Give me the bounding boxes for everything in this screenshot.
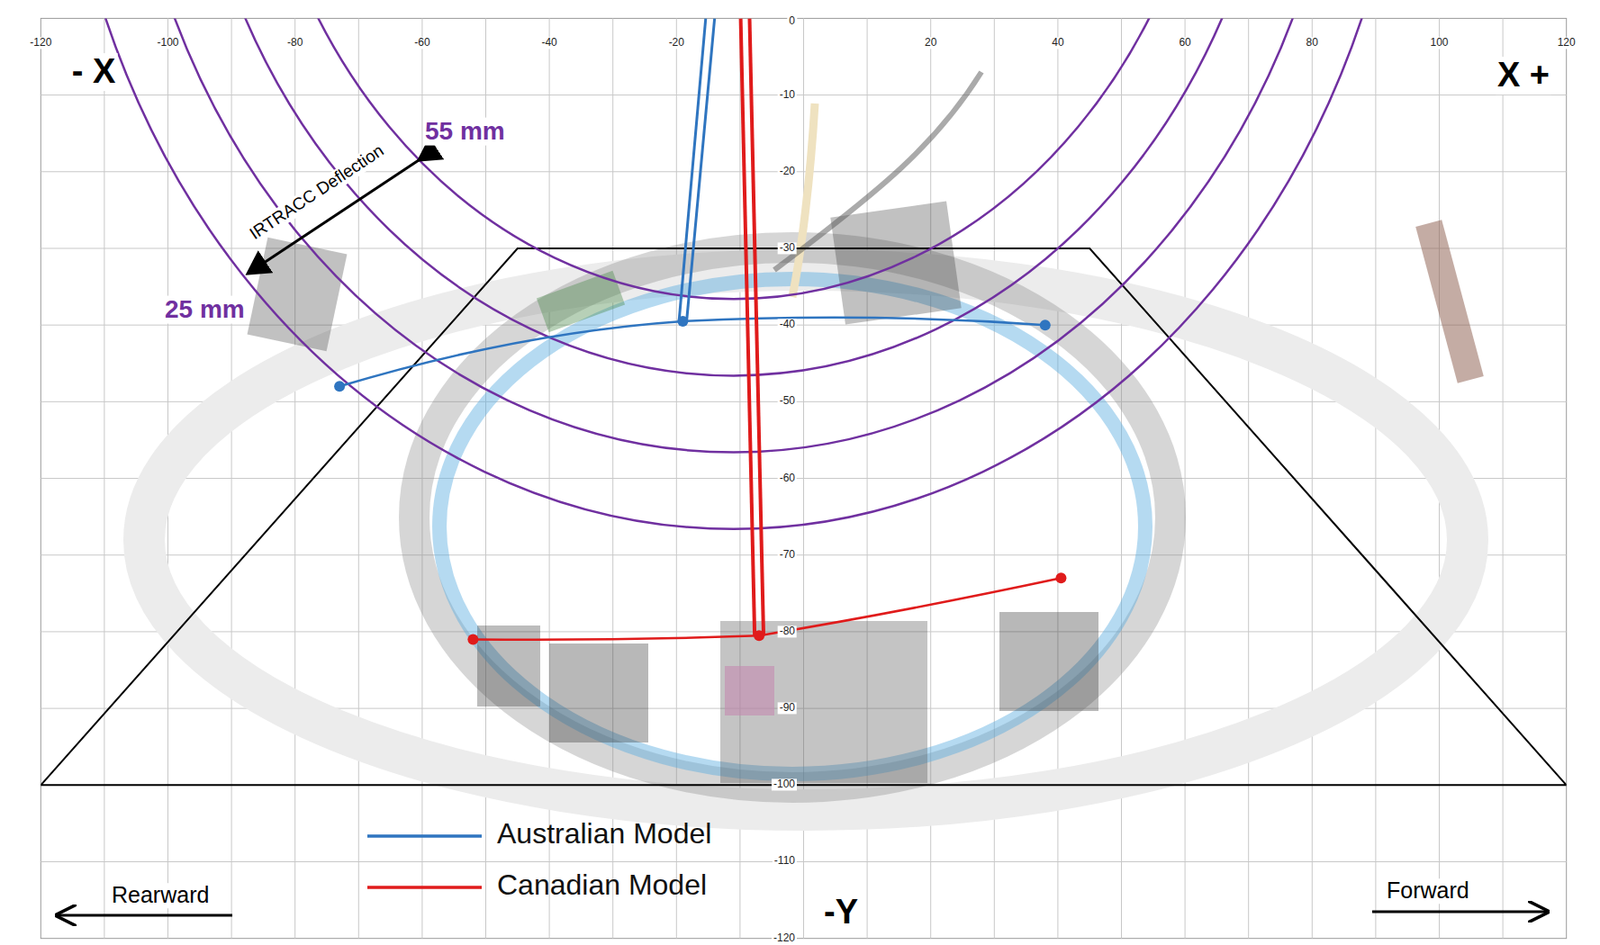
x-tick-label: 60 (1176, 36, 1193, 49)
x-tick-label: -120 (27, 36, 54, 49)
y-tick-label: -70 (777, 549, 797, 561)
plot-frame (40, 18, 1566, 939)
x-tick-label: -80 (285, 36, 305, 49)
profile-point (467, 633, 479, 645)
dimension-label: 55 mm (423, 117, 507, 146)
direction-label: Rearward (109, 883, 211, 909)
legend-swatch (367, 834, 482, 839)
y-tick-label: -110 (772, 856, 797, 868)
deflection-arc (119, 18, 1348, 452)
x-tick-label: 100 (1428, 36, 1450, 49)
x-tick-label: -60 (412, 36, 432, 49)
legend-label: Australian Model (497, 818, 712, 850)
y-tick-label: -50 (777, 396, 797, 408)
grid-line (40, 554, 1566, 556)
sensor-block (720, 621, 928, 784)
measurement-overlay (40, 18, 1566, 786)
rib-profile (472, 578, 1061, 640)
y-tick-label: -60 (777, 472, 797, 485)
profile-point (1039, 319, 1051, 331)
y-tick-label: -40 (777, 319, 797, 332)
bracket (830, 201, 961, 326)
rib-band-sketch (144, 72, 1484, 811)
x-tick-label: -40 (539, 36, 559, 49)
cable (792, 103, 815, 298)
deflection-arc (182, 18, 1284, 376)
bracket (247, 237, 348, 352)
grid-lines (40, 18, 1566, 939)
irtracc-rod (749, 18, 764, 636)
x-tick-label: 120 (1555, 36, 1578, 49)
y-tick-label: -20 (777, 165, 797, 178)
deflection-arc (55, 18, 1411, 529)
y-tick-label: -10 (777, 89, 797, 101)
grid-line (40, 861, 1566, 863)
y-tick-label: -30 (777, 242, 797, 254)
dimension-label: 25 mm (162, 296, 247, 325)
x-tick-label: 80 (1304, 36, 1320, 49)
axis-label: - X (70, 53, 118, 91)
x-tick-label: 20 (922, 36, 939, 49)
axis-label: X + (1495, 56, 1552, 95)
legend-label: Canadian Model (497, 869, 707, 902)
legend-and-direction-arrows (57, 836, 1547, 916)
x-tick-label: 40 (1049, 36, 1066, 49)
y-tick-label: 0 (786, 16, 797, 28)
grid-line (40, 94, 1566, 96)
outer-band (144, 270, 1468, 811)
trapezoid-zone (40, 248, 1566, 786)
y-tick-label: -80 (777, 625, 797, 638)
legend-swatch (367, 885, 482, 890)
x-tick-label: -20 (667, 36, 687, 49)
y-tick-label: -120 (771, 932, 797, 945)
cable (774, 72, 982, 271)
sensor-block (999, 612, 1099, 712)
profile-point (753, 630, 765, 642)
sensor-block (549, 643, 649, 743)
profile-point (1055, 572, 1067, 584)
irtracc-rod (687, 18, 715, 322)
grid-line (40, 478, 1566, 480)
y-tick-label: -100 (771, 779, 797, 792)
bracket (1415, 219, 1484, 384)
direction-arrow (57, 914, 233, 918)
grid-line (40, 171, 1566, 172)
x-tick-label: -100 (154, 36, 181, 49)
axis-label: -Y (822, 894, 860, 932)
deflection-arc (246, 18, 1221, 299)
direction-arrow (1372, 911, 1547, 914)
sensor-block (477, 625, 541, 707)
y-tick-label: -90 (777, 703, 797, 715)
profile-point (677, 316, 688, 327)
direction-label: Forward (1384, 878, 1472, 904)
profile-point (334, 380, 345, 392)
rib-profile (339, 317, 1046, 388)
connector (724, 666, 775, 716)
